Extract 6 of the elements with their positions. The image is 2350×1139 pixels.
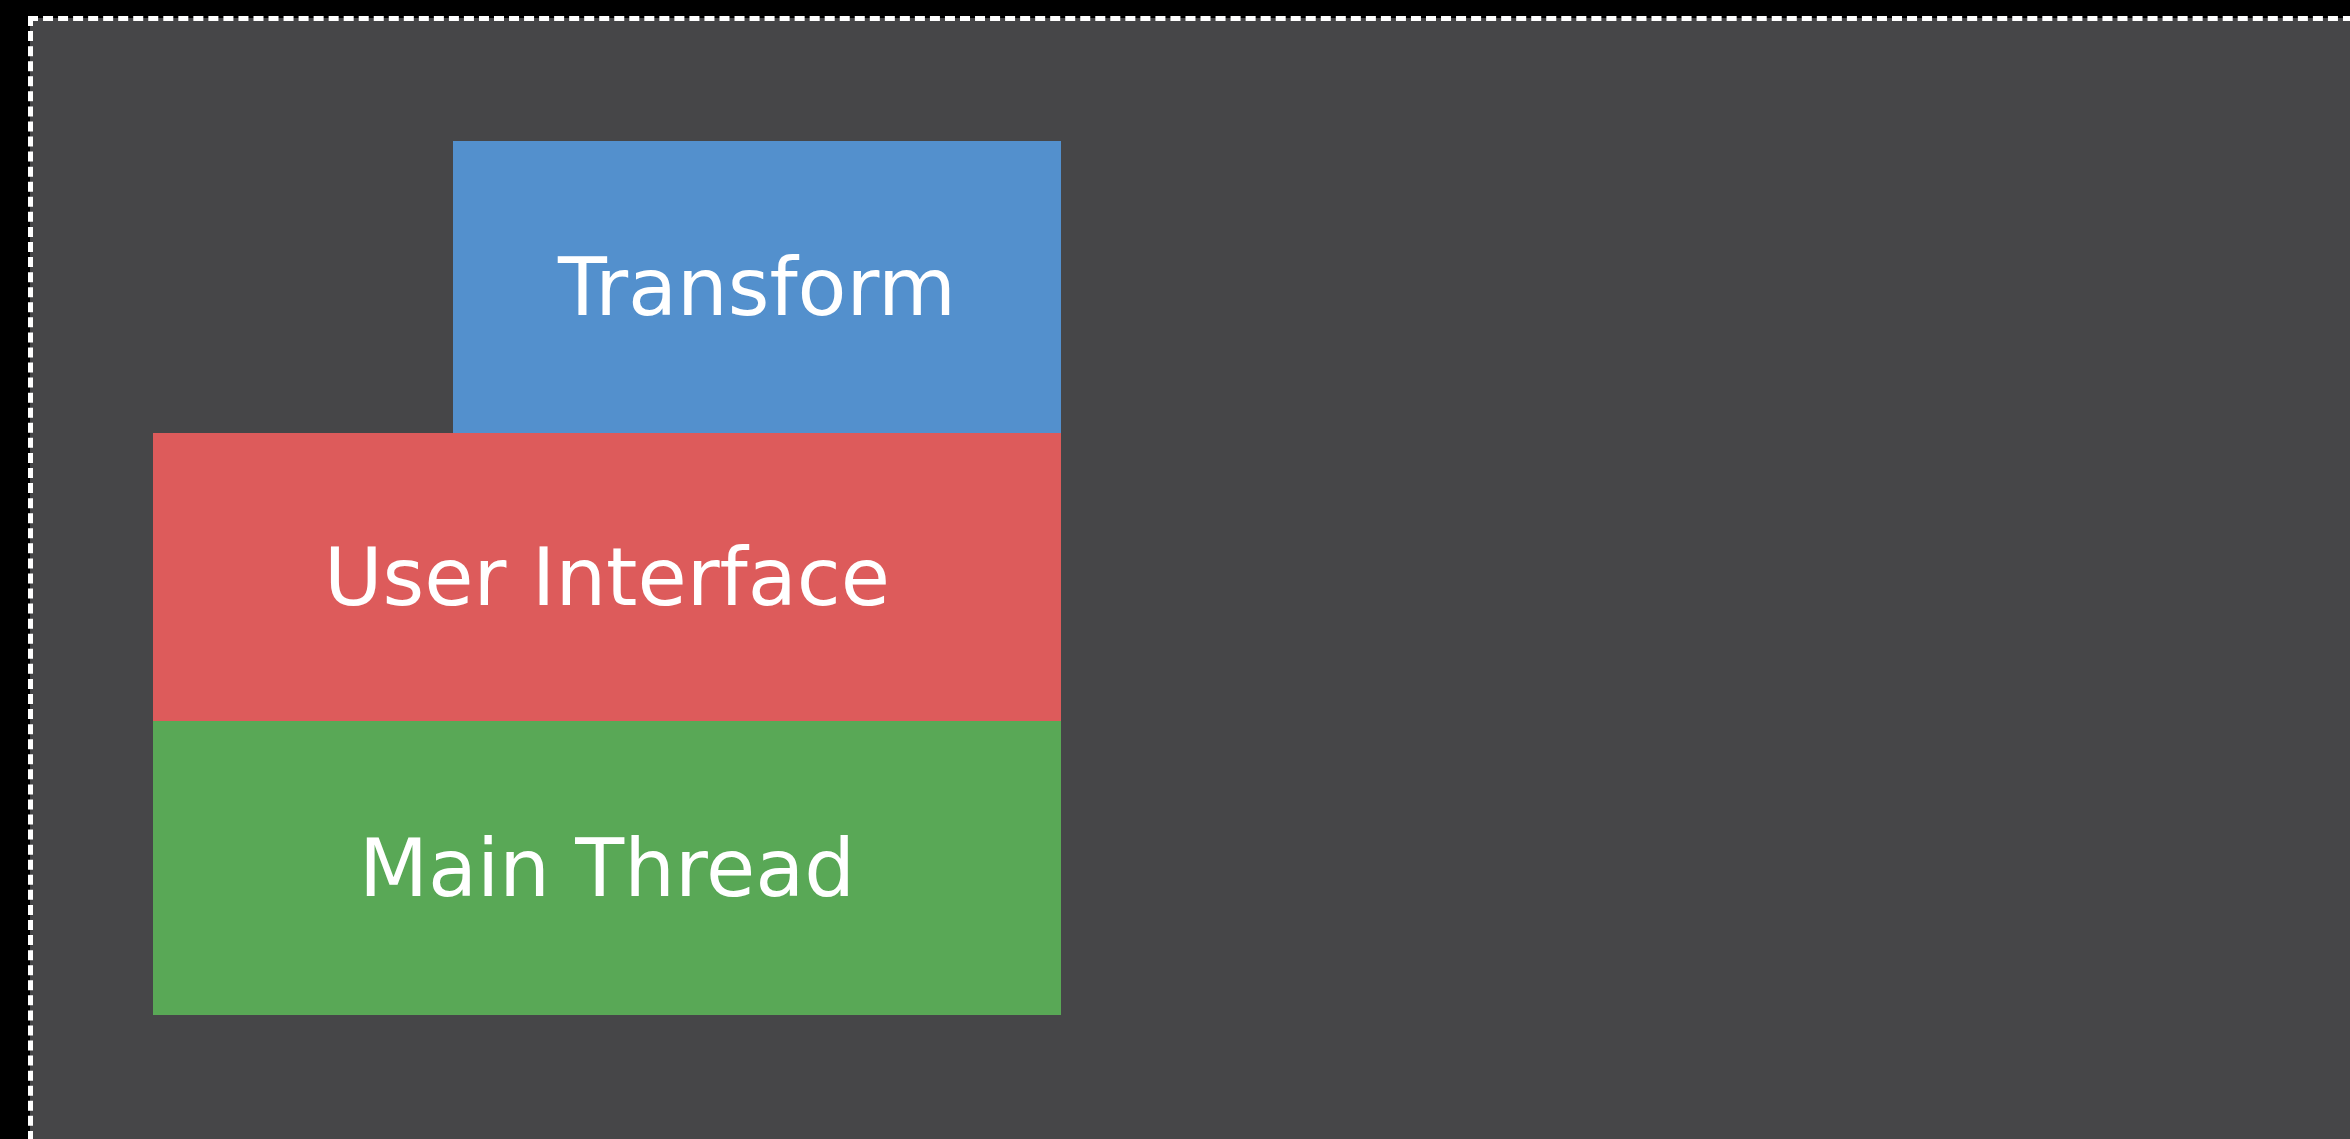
block-label: User Interface xyxy=(324,530,890,624)
block-label: Transform xyxy=(558,240,956,334)
layer-block xyxy=(153,433,1061,721)
layer-block xyxy=(153,721,1061,1015)
layer-block xyxy=(453,141,1061,433)
block-label: Main Thread xyxy=(358,821,856,915)
